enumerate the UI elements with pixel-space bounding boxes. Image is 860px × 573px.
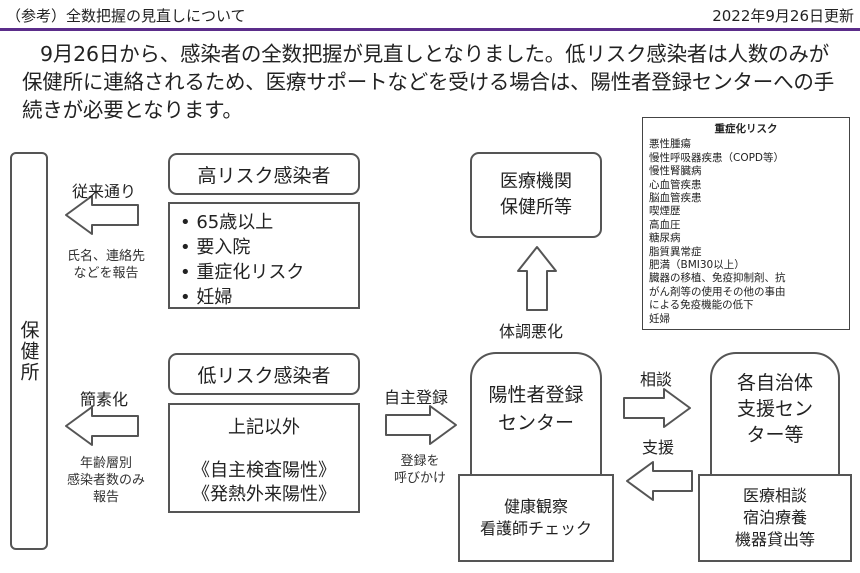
self-register-arrow-right bbox=[385, 405, 457, 445]
support-arrow-left bbox=[626, 461, 693, 501]
update-date: 2022年9月26日更新 bbox=[712, 7, 854, 25]
consult-arrow-right bbox=[623, 388, 691, 428]
severe-risk-item: 慢性腎臓病 bbox=[649, 165, 702, 178]
high-risk-item: 重症化リスク bbox=[180, 260, 358, 285]
severe-risk-item: 慢性呼吸器疾患（COPD等） bbox=[649, 151, 785, 164]
high-risk-label: 高リスク感染者 bbox=[197, 164, 331, 187]
high-risk-arrow-note: 氏名、連絡先 などを報告 bbox=[66, 249, 145, 281]
severe-risk-item: 高血圧 bbox=[649, 218, 681, 231]
medical-line1: 医療機関 bbox=[500, 171, 572, 192]
hokenjo-label: 保健所 bbox=[17, 319, 40, 383]
high-risk-list: 65歳以上 要入院 重症化リスク 妊婦 bbox=[168, 202, 360, 309]
severe-risk-item: 心血管疾患 bbox=[649, 178, 702, 191]
low-risk-arrow-note: 年齢層別 感染者数のみ 報告 bbox=[66, 456, 145, 505]
center-line2: センター bbox=[497, 412, 574, 434]
severe-risk-item: がん剤等の使用その他の事由 bbox=[649, 285, 786, 298]
center-line1: 陽性者登録 bbox=[488, 384, 584, 406]
municipal-line3: ター等 bbox=[746, 424, 804, 446]
low-risk-line3: 《発熱外来陽性》 bbox=[192, 484, 336, 505]
severe-risk-item: 肥満（BMI30以上） bbox=[649, 259, 745, 272]
health-observation-box: 健康観察 看護師チェック bbox=[458, 474, 614, 562]
high-risk-label-box: 高リスク感染者 bbox=[168, 153, 360, 195]
registration-center-box: 陽性者登録 センター bbox=[470, 352, 602, 480]
severe-risk-item: 妊婦 bbox=[649, 312, 670, 325]
severe-risk-item: による免疫機能の低下 bbox=[649, 299, 754, 312]
intro-text: 9月26日から、感染者の全数把握が見直しとなりました。低リスク感染者は人数のみが… bbox=[22, 42, 834, 122]
high-risk-arrow-label: 従来通り bbox=[72, 182, 137, 201]
municipal-center-box: 各自治体 支援セン ター等 bbox=[710, 352, 840, 480]
municipal-sub2: 宿泊療養 bbox=[742, 508, 807, 527]
worsening-arrow-up bbox=[517, 246, 557, 311]
medical-institution-box: 医療機関 保健所等 bbox=[470, 152, 602, 238]
high-risk-item: 65歳以上 bbox=[180, 210, 358, 235]
low-risk-detail: 上記以外 《自主検査陽性》 《発熱外来陽性》 bbox=[168, 403, 360, 513]
self-register-note: 登録を 呼びかけ bbox=[393, 454, 446, 486]
low-risk-arrow-left bbox=[65, 406, 139, 446]
low-risk-arrow-label: 簡素化 bbox=[80, 390, 129, 409]
worsening-label: 体調悪化 bbox=[499, 322, 564, 341]
low-risk-label-box: 低リスク感染者 bbox=[168, 353, 360, 395]
severe-risk-item: 臓器の移植、免疫抑制剤、抗 bbox=[649, 272, 786, 285]
severe-risk-title: 重症化リスク bbox=[714, 123, 778, 135]
severe-risk-item: 喫煙歴 bbox=[649, 205, 681, 218]
municipal-line1: 各自治体 bbox=[736, 372, 813, 394]
severe-risk-item: 糖尿病 bbox=[649, 232, 681, 245]
page-title: （参考）全数把握の見直しについて bbox=[6, 7, 246, 25]
severe-risk-item: 悪性腫瘍 bbox=[649, 138, 691, 151]
hokenjo-box: 保健所 bbox=[10, 152, 48, 550]
high-risk-item: 要入院 bbox=[180, 235, 358, 260]
severe-risk-item: 脂質異常症 bbox=[649, 245, 702, 258]
municipal-sub1: 医療相談 bbox=[742, 486, 807, 505]
support-label: 支援 bbox=[642, 438, 675, 457]
municipal-line2: 支援セン bbox=[736, 398, 813, 420]
center-sub2: 看護師チェック bbox=[479, 519, 592, 538]
medical-line2: 保健所等 bbox=[500, 197, 572, 218]
severe-risk-list: 重症化リスク 悪性腫瘍 慢性呼吸器疾患（COPD等） 慢性腎臓病 心血管疾患 脳… bbox=[642, 117, 850, 330]
severe-risk-item: 脳血管疾患 bbox=[649, 192, 702, 205]
low-risk-line2: 《自主検査陽性》 bbox=[192, 460, 336, 481]
header-divider bbox=[0, 28, 860, 31]
self-register-label: 自主登録 bbox=[384, 388, 449, 407]
center-sub1: 健康観察 bbox=[503, 497, 568, 516]
consult-label: 相談 bbox=[640, 370, 673, 389]
municipal-services-box: 医療相談 宿泊療養 機器貸出等 bbox=[698, 474, 852, 562]
low-risk-line1: 上記以外 bbox=[228, 417, 300, 438]
high-risk-item: 妊婦 bbox=[180, 285, 358, 310]
municipal-sub3: 機器貸出等 bbox=[734, 530, 815, 549]
low-risk-label: 低リスク感染者 bbox=[197, 364, 331, 387]
high-risk-arrow-left bbox=[65, 195, 139, 235]
